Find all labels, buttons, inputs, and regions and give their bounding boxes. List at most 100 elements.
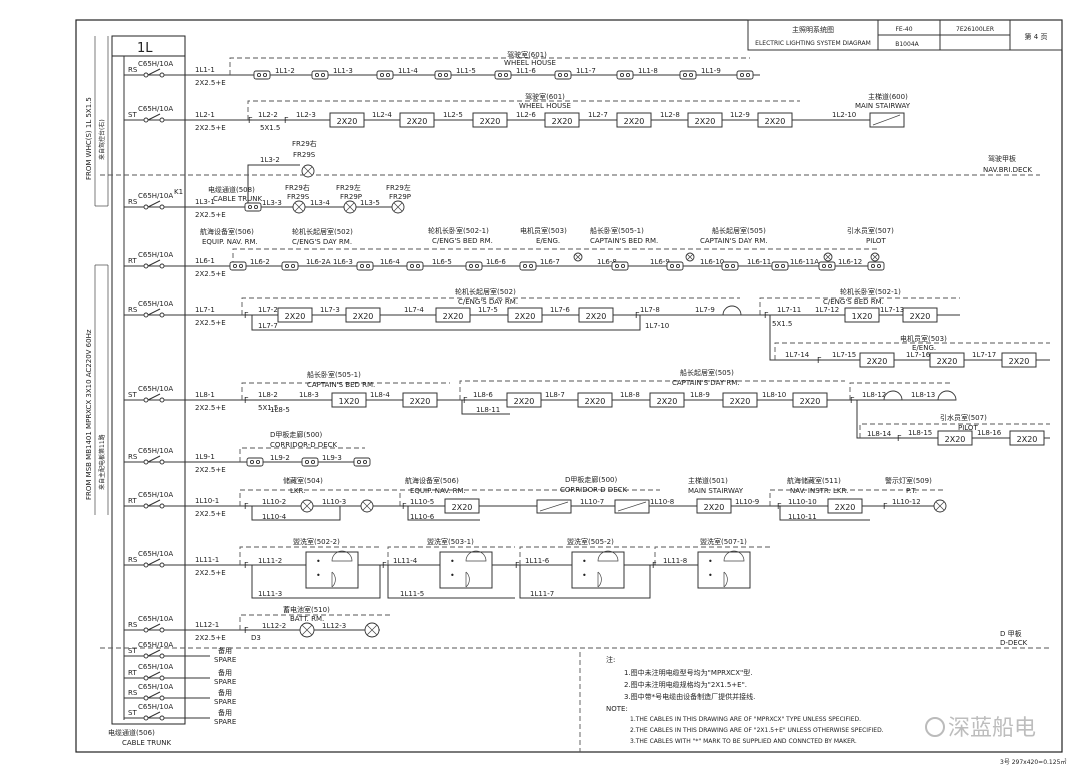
socket-pin-icon	[262, 72, 268, 78]
room-main-stair-600-en: MAIN STAIRWAY	[855, 102, 911, 110]
node-label: 1L7-10	[645, 322, 669, 330]
maker-mark: •	[316, 571, 321, 580]
watermark-text: 深蓝船电	[948, 716, 1036, 741]
circuit-id: 1L2-1	[195, 111, 215, 119]
breaker-contact-a	[143, 653, 149, 659]
socket-pin-icon	[745, 72, 751, 78]
socket-pin-icon	[437, 72, 443, 78]
node-label: 1L8-4	[370, 391, 390, 399]
circuit-id: 1L3-1	[195, 198, 215, 206]
spare-en: SPARE	[214, 718, 236, 726]
row-1L6: 航海设备室(506) EQUIP. NAV. RM. 轮机长起居室(502) C…	[185, 226, 894, 267]
node-label: 1L3-4	[310, 199, 330, 207]
breaker-blade	[147, 691, 161, 699]
node-label: 1L7-2	[258, 306, 278, 314]
double-socket-icon	[818, 261, 836, 271]
socket-pin-icon	[284, 263, 290, 269]
lamp-cross	[294, 202, 304, 212]
lamp-cross	[345, 202, 355, 212]
node-label: 1L8-14	[867, 430, 892, 438]
room-navinstr-cn: 航海储藏室(511)	[787, 476, 841, 485]
room-corridor-en: CORRIDOR-D DECK	[270, 441, 338, 449]
cabinet-lamp-icon	[723, 550, 745, 562]
fluorescent-2x20-fixture	[435, 307, 471, 323]
lamp-cross	[935, 501, 945, 511]
note-cn-2: 2.图中未注明电缆规格均为"2X1.5+E".	[624, 680, 747, 689]
fixture-rating: 2X20	[586, 312, 607, 321]
room-ceng-day-cn: 轮机长起居室(502)	[292, 227, 353, 236]
spare-circuits: STC65H/10A备用SPARERTC65H/10A备用SPARERSC65H…	[124, 641, 236, 726]
node-label: 1L10-6	[410, 513, 435, 521]
circuit-cable: 2X2.5+E	[195, 634, 226, 642]
breaker-blade	[147, 671, 161, 679]
feed-labels: FROM WHC(S) 1L 5X1.5 来自驾控台(右) FROM MSB M…	[85, 36, 109, 515]
node-label: 1L6-5	[432, 258, 452, 266]
d3-label: D3	[251, 634, 261, 642]
socket-pin-icon	[310, 459, 316, 465]
spare-en: SPARE	[214, 656, 236, 664]
panel-name: 1L	[137, 41, 153, 56]
lamp-cross	[302, 501, 312, 511]
room-ceng-day-en: C/ENG'S DAY RM.	[292, 238, 352, 246]
node-label: 1L8-11	[476, 406, 500, 414]
phase-label: RT	[128, 669, 137, 677]
socket-pin-icon	[356, 459, 362, 465]
fluorescent-2x20-fixture	[577, 392, 613, 408]
fixture-rating: 2X20	[800, 397, 821, 406]
socket-pin-icon	[503, 72, 509, 78]
junction-mark: F	[463, 396, 468, 405]
socket-pin-icon	[688, 72, 694, 78]
room-capt-bed-en: CAPTAIN'S BED RM.	[590, 237, 658, 245]
node-label: 1L1-7	[576, 67, 596, 75]
lamp-cross	[393, 202, 403, 212]
node-label: 1L7-15	[832, 351, 856, 359]
cabinet-socket-icon	[331, 571, 336, 588]
fr29-label-1: FR29右	[292, 139, 317, 148]
node-label: 1L2-6	[516, 111, 536, 119]
fluorescent-2x20-fixture	[507, 307, 543, 323]
socket-pin-icon	[253, 204, 259, 210]
breaker-contact-b	[159, 117, 165, 123]
feed-2-text: FROM MSB MB1401 MPRXCX 3X10 AC220V 60Hz	[85, 329, 93, 500]
room-equip-nav-en: EQUIP. NAV. RM.	[202, 238, 258, 246]
breaker-contact-b	[159, 397, 165, 403]
room-ceng-day-2-en: C/ENG'S DAY RM.	[458, 298, 518, 306]
socket-pin-icon	[528, 263, 534, 269]
fluorescent-2x20-fixture	[444, 498, 480, 514]
node-label: 1L7-8	[640, 306, 660, 314]
fluorescent-2x20-fixture	[472, 112, 508, 128]
breaker-rating: C65H/10A	[138, 447, 173, 455]
room-nav-deck-cn: 驾驶甲板	[988, 154, 1016, 163]
breaker-contact-a	[143, 263, 149, 269]
circuit-id: 1L9-1	[195, 453, 215, 461]
socket-pin-icon	[827, 263, 833, 269]
sheet-border	[75, 19, 1063, 753]
breaker-contact-b	[159, 562, 165, 568]
fr29p-label-2: FR29P	[389, 193, 411, 201]
fluorescent-2x20-fixture	[345, 307, 381, 323]
page-number: 第 4 页	[1025, 32, 1048, 41]
phase-label: RS	[128, 689, 138, 697]
double-socket-icon	[616, 70, 634, 80]
socket-pin-icon	[256, 72, 262, 78]
fluorescent-2x20-fixture	[578, 307, 614, 323]
cabinet-socket-icon	[723, 571, 728, 588]
breaker-blade	[147, 711, 161, 719]
junction-mark: F	[248, 116, 253, 125]
node-label: 1L6-12	[838, 258, 862, 266]
socket-pin-icon	[557, 72, 563, 78]
room-ceng-day-2-cn: 轮机长起居室(502)	[455, 287, 516, 296]
fluorescent-2x20-fixture	[1001, 352, 1037, 368]
socket-pin-icon	[563, 72, 569, 78]
maker-mark: •	[708, 571, 713, 580]
junction-mark: F	[244, 396, 249, 405]
room-stair-501-en: MAIN STAIRWAY	[688, 487, 744, 495]
fluorescent-2x20-fixture	[1009, 430, 1045, 446]
double-socket-icon	[494, 70, 512, 80]
fluorescent-2x20-fixture	[544, 112, 580, 128]
lamp-cross	[686, 253, 694, 261]
junction-mark: F	[244, 626, 249, 635]
phase-label: RS	[128, 621, 138, 629]
node-label: 1L1-6	[516, 67, 536, 75]
